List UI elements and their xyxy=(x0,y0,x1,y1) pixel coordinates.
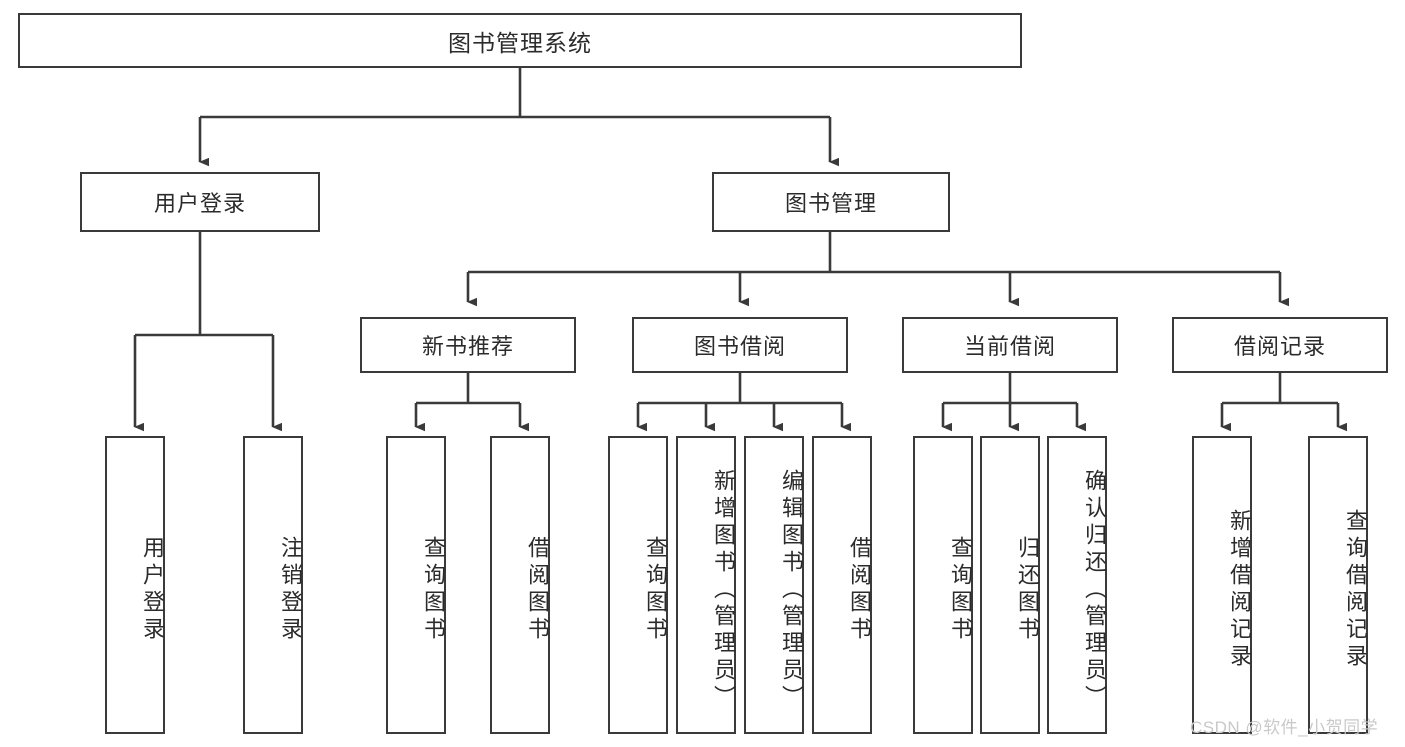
node-leaf-user-login[interactable]: 用户登录 xyxy=(105,436,165,734)
node-book-management-system[interactable]: 图书管理系统 xyxy=(18,13,1022,68)
node-label: 归还图书 xyxy=(1015,536,1040,644)
node-leaf-borrow-book-1[interactable]: 借阅图书 xyxy=(490,436,550,734)
node-leaf-borrow-book-2[interactable]: 借阅图书 xyxy=(812,436,872,734)
node-label: 查询图书 xyxy=(643,536,668,644)
node-label: 用户登录 xyxy=(153,191,246,216)
node-leaf-add-record[interactable]: 新增借阅记录 xyxy=(1192,436,1252,734)
node-label: 注销登录 xyxy=(278,536,303,644)
watermark-csdn: CSDN @软件_小贺同学 xyxy=(1190,718,1379,737)
node-book-borrow[interactable]: 图书借阅 xyxy=(632,317,848,373)
node-label: 编辑图书（管理员） xyxy=(779,468,804,712)
node-current-borrow[interactable]: 当前借阅 xyxy=(902,317,1118,373)
node-leaf-query-book-3[interactable]: 查询图书 xyxy=(913,436,973,734)
node-label: 图书管理系统 xyxy=(448,29,592,56)
node-label: 借阅图书 xyxy=(525,536,550,644)
node-label: 查询借阅记录 xyxy=(1343,509,1368,671)
node-label: 确认归还（管理员） xyxy=(1082,468,1107,712)
node-label: 新增借阅记录 xyxy=(1227,509,1252,671)
node-leaf-return-book[interactable]: 归还图书 xyxy=(980,436,1040,734)
node-label: 用户登录 xyxy=(140,536,165,644)
node-label: 新书推荐 xyxy=(421,334,514,359)
node-borrow-record[interactable]: 借阅记录 xyxy=(1172,317,1388,373)
node-leaf-edit-book[interactable]: 编辑图书（管理员） xyxy=(744,436,804,734)
node-leaf-add-book[interactable]: 新增图书（管理员） xyxy=(676,436,736,734)
node-label: 查询图书 xyxy=(948,536,973,644)
node-label: 新增图书（管理员） xyxy=(711,468,736,712)
node-leaf-query-book-2[interactable]: 查询图书 xyxy=(608,436,668,734)
node-user-login[interactable]: 用户登录 xyxy=(80,172,320,232)
node-label: 查询图书 xyxy=(421,536,446,644)
node-new-book-recommend[interactable]: 新书推荐 xyxy=(360,317,576,373)
node-leaf-query-book-1[interactable]: 查询图书 xyxy=(386,436,446,734)
node-label: 借阅记录 xyxy=(1233,334,1326,359)
node-label: 借阅图书 xyxy=(847,536,872,644)
node-label: 图书管理 xyxy=(784,191,877,216)
node-label: 图书借阅 xyxy=(693,334,786,359)
node-leaf-confirm-return[interactable]: 确认归还（管理员） xyxy=(1047,436,1107,734)
node-leaf-user-logout[interactable]: 注销登录 xyxy=(243,436,303,734)
node-label: 当前借阅 xyxy=(963,334,1056,359)
node-leaf-query-record[interactable]: 查询借阅记录 xyxy=(1308,436,1368,734)
node-book-manage[interactable]: 图书管理 xyxy=(712,172,950,232)
